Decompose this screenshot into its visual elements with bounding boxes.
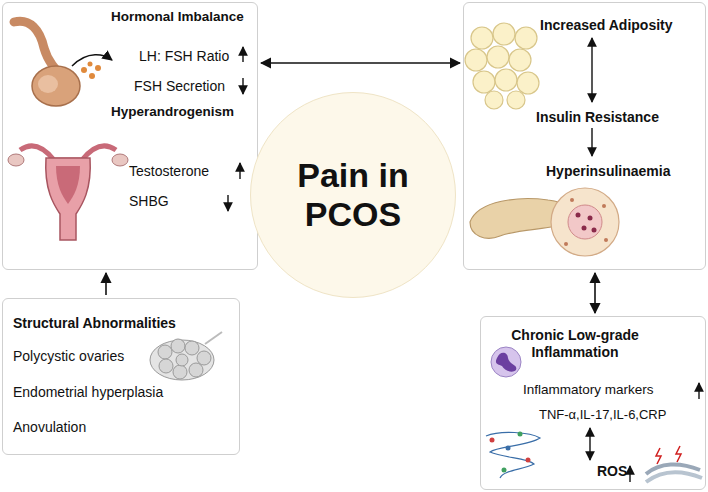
center-circle: Pain in PCOS	[250, 92, 456, 298]
section-heading: Increased Adiposity	[540, 17, 673, 34]
marker-label: Testosterone	[129, 163, 209, 180]
connector-arrow	[261, 62, 460, 64]
marker-label: TNF-α,IL-17,IL-6,CRP	[539, 407, 666, 423]
section-heading: Hormonal Imbalance	[111, 9, 244, 25]
section-heading: Hyperandrogenism	[111, 104, 234, 120]
marker-label: LH: FSH Ratio	[139, 48, 229, 65]
marker-label: FSH Secretion	[134, 78, 225, 95]
marker-label: Inflammatory markers	[523, 382, 654, 398]
item-label: Polycystic ovaries	[13, 348, 124, 365]
hormonal-box: Hormonal ImbalanceLH: FSH RatioFSH Secre…	[2, 2, 258, 270]
inflammation-box: Chronic Low-grade InflammationInflammato…	[480, 316, 706, 490]
item-label: Anovulation	[13, 419, 86, 436]
section-heading: Structural Abnormalities	[13, 315, 176, 332]
connector-arrow	[105, 273, 107, 295]
item-label: Endometrial hyperplasia	[13, 384, 163, 401]
central-title: Pain in PCOS	[273, 156, 433, 234]
metabolic-box: Increased AdiposityInsulin ResistanceHyp…	[463, 2, 706, 270]
marker-label: ROS	[597, 463, 627, 480]
structural-box: Structural AbnormalitiesPolycystic ovari…	[2, 298, 240, 455]
connector-arrow	[594, 273, 596, 313]
section-heading: Chronic Low-grade Inflammation	[495, 327, 655, 361]
section-heading: Hyperinsulinaemia	[546, 163, 671, 180]
section-heading: Insulin Resistance	[536, 109, 659, 126]
marker-label: SHBG	[129, 193, 169, 210]
